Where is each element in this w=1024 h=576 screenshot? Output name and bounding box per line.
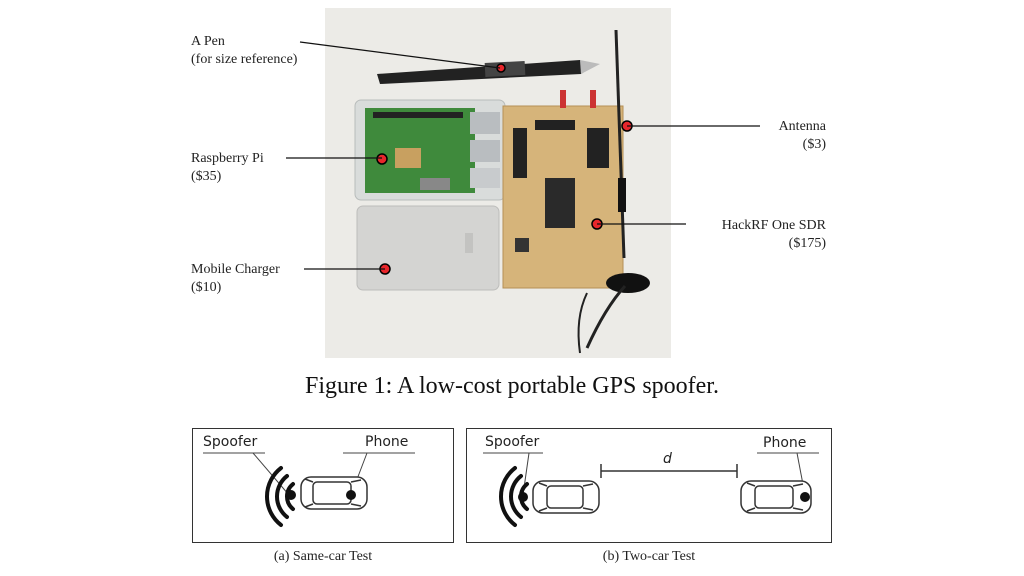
label-pen: A Pen (for size reference) [191,33,297,69]
hackrf-board [502,90,624,289]
panel-a-spoofer-label: Spoofer [203,434,258,450]
label-charger-title: Mobile Charger [191,262,280,277]
panel-b-distance-label: d [663,451,672,467]
pen [377,60,600,84]
label-charger-price: ($10) [191,280,222,295]
label-antenna-title: Antenna [778,119,826,134]
car-icon [300,476,368,510]
label-hackrf-title: HackRF One SDR [721,218,826,233]
label-pen-title: A Pen [191,34,225,49]
same-car-diagram [203,452,415,527]
label-hackrf-price: ($175) [788,236,826,251]
spoofer-car-icon [532,480,600,514]
panel-b-phone-label: Phone [763,435,807,451]
panel-b-caption: (b) Two-car Test [602,549,696,564]
panel-a-phone-label: Phone [365,434,409,450]
label-raspberry: Raspberry Pi ($35) [191,150,264,186]
callout-lines [286,41,760,270]
phone-car-icon [740,480,812,514]
label-antenna-price: ($3) [802,137,826,152]
two-car-diagram [483,452,819,527]
phone-dot [346,490,356,500]
label-hackrf: HackRF One SDR ($175) [722,217,826,253]
device-photo [325,8,671,358]
distance-marker [600,464,738,478]
label-raspberry-price: ($35) [191,169,222,184]
label-raspberry-title: Raspberry Pi [191,151,264,166]
phone-dot [800,492,810,502]
label-charger: Mobile Charger ($10) [191,261,280,297]
device-photo-illustration [325,8,671,358]
panel-two-car: Spoofer d Phone [466,428,832,543]
panel-same-car: Spoofer Phone [192,428,454,543]
panel-a-caption: (a) Same-car Test [273,549,373,564]
mobile-charger [356,205,500,291]
figure1-caption: Figure 1: A low-cost portable GPS spoofe… [305,373,719,399]
label-pen-note: (for size reference) [191,52,298,67]
spoofer-dot [518,492,528,502]
spoofer-dot [286,490,296,500]
antenna [577,29,650,354]
label-antenna: Antenna ($3) [779,118,826,154]
raspberry-pi [354,99,506,201]
panel-b-spoofer-label: Spoofer [485,434,540,450]
